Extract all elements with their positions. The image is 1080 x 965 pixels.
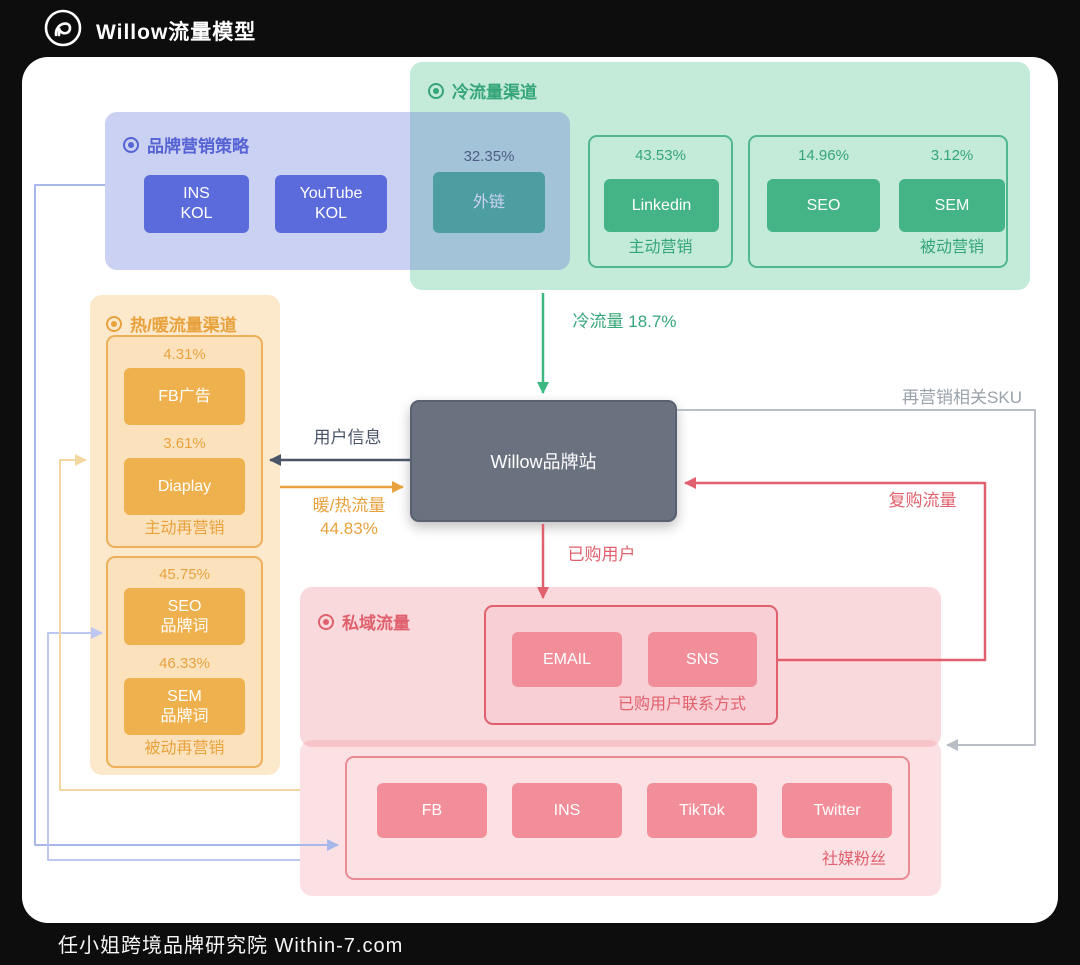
brand-strategy-panel: 品牌营销策略 INS KOL YouTube KOL bbox=[105, 112, 570, 270]
purchased-contact-group: EMAIL SNS 已购用户联系方式 bbox=[484, 605, 778, 725]
cold-active-caption: 主动营销 bbox=[628, 239, 693, 256]
node-seo: SEO bbox=[767, 179, 880, 232]
target-icon bbox=[106, 315, 122, 332]
node-external-links: 外链 bbox=[433, 172, 545, 233]
footer-credit: 任小姐跨境品牌研究院 Within-7.com bbox=[58, 935, 404, 957]
seo-brand-percent: 45.75% bbox=[159, 566, 210, 583]
node-email: EMAIL bbox=[512, 632, 622, 687]
warm-passive-remarketing-group: 45.75% SEO 品牌词 46.33% SEM 品牌词 被动再营销 bbox=[106, 556, 263, 768]
target-icon bbox=[123, 136, 139, 153]
node-sns: SNS bbox=[648, 632, 757, 687]
warm-panel-label: 热/暖流量渠道 bbox=[130, 316, 237, 335]
label-repurchase-flow: 复购流量 bbox=[888, 491, 957, 510]
label-user-info: 用户信息 bbox=[313, 428, 382, 447]
linkedin-percent: 43.53% bbox=[635, 147, 686, 164]
node-sem: SEM bbox=[899, 179, 1005, 232]
cold-traffic-panel: 冷流量渠道 32.35% 外链 43.53% Linkedin 主动营销 14.… bbox=[410, 62, 1030, 290]
display-percent: 3.61% bbox=[163, 435, 206, 452]
external-links-percent: 32.35% bbox=[463, 148, 515, 165]
node-twitter: Twitter bbox=[782, 783, 892, 838]
brand-panel-label: 品牌营销策略 bbox=[147, 137, 249, 156]
node-ins: INS bbox=[512, 783, 622, 838]
cold-panel-title: 冷流量渠道 bbox=[428, 78, 537, 103]
warm-active-remarketing-group: 4.31% FB广告 3.61% Diaplay 主动再营销 bbox=[106, 335, 263, 548]
node-fb-ads: FB广告 bbox=[124, 368, 245, 425]
social-caption: 社媒粉丝 bbox=[821, 851, 886, 868]
private-panel-label: 私域流量 bbox=[342, 614, 410, 633]
target-icon bbox=[318, 613, 334, 630]
warm-passive-caption: 被动再营销 bbox=[144, 740, 225, 757]
social-fans-group: FB INS TikTok Twitter 社媒粉丝 bbox=[345, 756, 910, 880]
node-tiktok: TikTok bbox=[647, 783, 757, 838]
brand-panel-title: 品牌营销策略 bbox=[123, 132, 249, 157]
node-youtube-kol: YouTube KOL bbox=[275, 175, 387, 233]
private-panel-title: 私域流量 bbox=[318, 609, 410, 634]
cold-panel-label: 冷流量渠道 bbox=[452, 83, 537, 102]
node-sem-brand-words: SEM 品牌词 bbox=[124, 678, 245, 735]
warm-panel-title: 热/暖流量渠道 bbox=[106, 311, 237, 336]
app-header: Willow流量模型 bbox=[0, 0, 1080, 57]
label-purchased-users: 已购用户 bbox=[567, 545, 636, 564]
diagram-canvas: 冷流量渠道 32.35% 外链 43.53% Linkedin 主动营销 14.… bbox=[22, 57, 1058, 923]
seo-percent: 14.96% bbox=[798, 147, 849, 164]
node-seo-brand-words: SEO 品牌词 bbox=[124, 588, 245, 645]
node-fb: FB bbox=[377, 783, 487, 838]
label-remarketing-sku: 再营销相关SKU bbox=[902, 388, 1022, 407]
sem-brand-percent: 46.33% bbox=[159, 655, 210, 672]
warm-traffic-panel: 热/暖流量渠道 4.31% FB广告 3.61% Diaplay 主动再营销 4… bbox=[90, 295, 280, 775]
sem-percent: 3.12% bbox=[930, 147, 974, 164]
fb-ads-percent: 4.31% bbox=[163, 346, 206, 363]
label-warm-flow: 暖/热流量 44.83% bbox=[312, 496, 386, 538]
warm-active-caption: 主动再营销 bbox=[144, 520, 225, 537]
node-willow-brand-site: Willow品牌站 bbox=[410, 400, 677, 522]
node-linkedin: Linkedin bbox=[604, 179, 719, 232]
target-icon bbox=[428, 82, 444, 99]
cold-passive-caption: 被动营销 bbox=[919, 239, 984, 256]
page-title: Willow流量模型 bbox=[96, 21, 257, 44]
cold-active-marketing-group: 43.53% Linkedin 主动营销 bbox=[588, 135, 733, 268]
contact-caption: 已购用户联系方式 bbox=[617, 696, 746, 713]
node-display: Diaplay bbox=[124, 458, 245, 515]
brand-logo-icon bbox=[42, 7, 84, 49]
label-cold-flow: 冷流量 18.7% bbox=[572, 312, 677, 331]
node-ins-kol: INS KOL bbox=[144, 175, 249, 233]
cold-passive-marketing-group: 14.96% SEO 3.12% SEM 被动营销 bbox=[748, 135, 1008, 268]
